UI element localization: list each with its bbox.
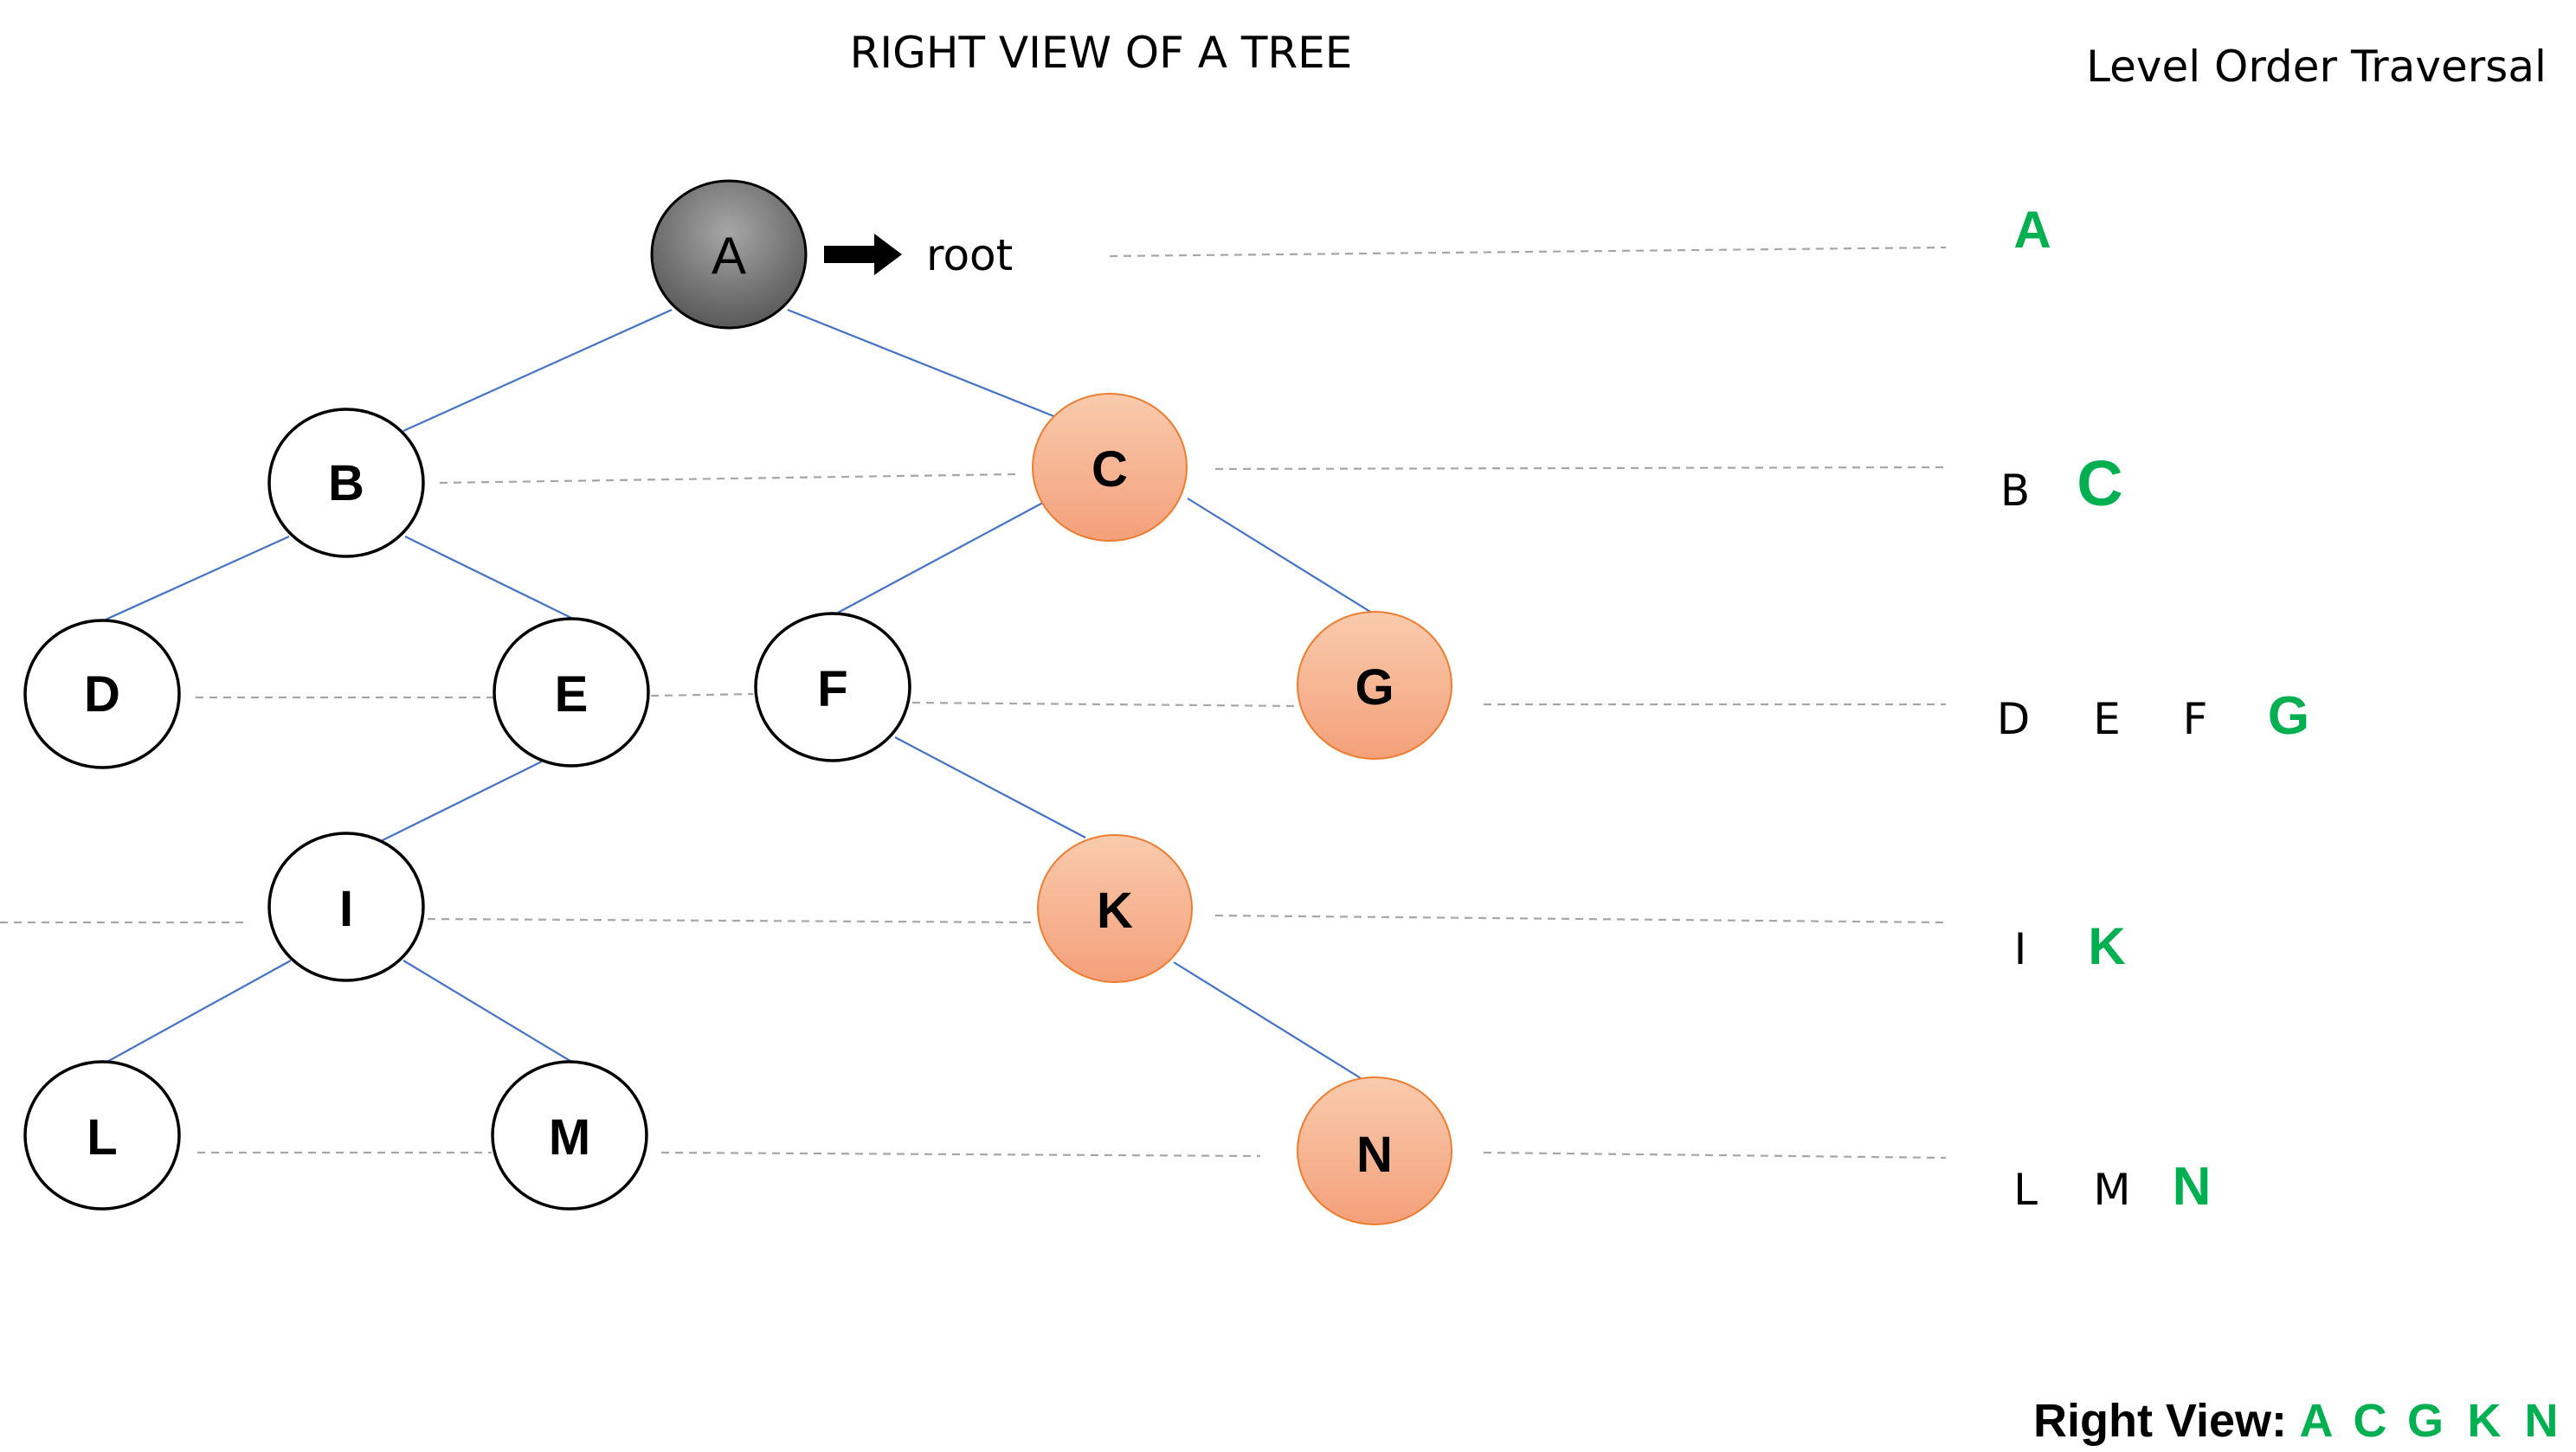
node-label-c: C — [1092, 441, 1128, 498]
right-view-item: N — [2525, 1395, 2559, 1447]
edge-c-f — [837, 498, 1052, 614]
node-label-l: L — [87, 1109, 117, 1166]
tree-node-g: G — [1297, 611, 1452, 760]
right-view-item: C — [2354, 1395, 2387, 1447]
node-circle-e — [493, 617, 650, 768]
node-circle-i — [267, 832, 425, 982]
edge-i-l — [105, 960, 292, 1063]
edge-a-c — [787, 308, 1057, 419]
node-label-i: I — [339, 881, 353, 937]
level-guide-2c — [911, 701, 1299, 708]
edge-i-m — [402, 960, 574, 1063]
level-4-node: L — [2013, 1165, 2038, 1215]
node-circle-f — [754, 612, 911, 762]
level-guide-2b — [650, 692, 754, 697]
level-guide-1b — [1214, 466, 1947, 471]
tree-node-n: N — [1297, 1076, 1452, 1225]
right-view-item: A — [2300, 1395, 2334, 1447]
level-guide-0 — [1109, 246, 1947, 258]
level-2-node: E — [2093, 694, 2121, 744]
node-circle-b — [267, 408, 425, 558]
level-guide-1a — [439, 472, 1019, 485]
edge-k-n — [1173, 961, 1362, 1079]
node-label-m: M — [549, 1109, 590, 1166]
level-3-node: I — [2014, 924, 2027, 974]
traversal-level-2: D E F G — [1997, 686, 2309, 746]
level-order-traversal: A B C D E F G I K L M N — [1997, 201, 2309, 1217]
node-label-k: K — [1097, 883, 1133, 939]
level-3-rightmost: K — [2088, 917, 2125, 975]
node-label-g: G — [1355, 659, 1394, 716]
edge-e-i — [380, 761, 543, 842]
right-view-item: K — [2468, 1395, 2502, 1447]
level-guide-3c — [1214, 914, 1947, 924]
right-view-result: Right View: A C G K N — [2033, 1395, 2559, 1447]
node-label-f: F — [817, 661, 847, 717]
edge-b-e — [404, 536, 576, 620]
node-label-n: N — [1356, 1127, 1393, 1183]
tree-node-d: D — [23, 619, 181, 769]
node-label-d: D — [84, 666, 120, 723]
tree-node-l: L — [23, 1060, 181, 1211]
level-0-rightmost: A — [2013, 201, 2051, 259]
traversal-level-4: L M N — [2013, 1157, 2211, 1217]
node-circle-a — [650, 179, 808, 330]
node-circle-d — [23, 619, 181, 769]
level-guide-4b — [660, 1151, 1261, 1158]
tree-node-b: B — [267, 408, 425, 558]
node-circle-n — [1297, 1076, 1452, 1225]
node-circle-g — [1297, 611, 1452, 760]
traversal-heading: Level Order Traversal — [2086, 42, 2547, 92]
edge-b-d — [105, 535, 290, 621]
level-2-rightmost: G — [2268, 686, 2309, 746]
node-label-b: B — [328, 455, 364, 511]
level-1-rightmost: C — [2077, 447, 2122, 519]
right-arrow-icon — [824, 234, 902, 275]
edge-f-k — [894, 736, 1086, 838]
edge-a-b — [402, 308, 673, 433]
root-label: root — [926, 230, 1013, 280]
level-guide-3b — [427, 917, 1036, 924]
node-circle-m — [491, 1060, 648, 1211]
level-2-node: D — [1997, 694, 2031, 744]
tree-node-c: C — [1032, 393, 1188, 542]
tree-node-i: I — [267, 832, 425, 982]
level-4-rightmost: N — [2173, 1157, 2212, 1217]
right-view-item: G — [2407, 1395, 2444, 1447]
level-4-node: M — [2093, 1165, 2130, 1215]
tree-node-e: E — [493, 617, 650, 768]
node-label-e: E — [555, 666, 589, 723]
node-label-a: A — [712, 227, 746, 285]
level-guides — [0, 246, 1947, 1160]
traversal-level-1: B C — [2000, 447, 2123, 519]
right-view-label: Right View: — [2033, 1395, 2287, 1447]
node-circle-k — [1037, 834, 1193, 983]
diagram-title: RIGHT VIEW OF A TREE — [850, 28, 1353, 78]
edge-c-g — [1187, 498, 1375, 615]
level-1-node: B — [2000, 466, 2030, 516]
level-guide-4c — [1483, 1151, 1947, 1160]
traversal-level-3: I K — [2014, 917, 2126, 975]
tree-node-m: M — [491, 1060, 648, 1211]
tree-edges — [105, 308, 1375, 1079]
traversal-level-0: A — [2013, 201, 2051, 259]
tree-node-a: A — [650, 179, 808, 330]
node-circle-c — [1032, 393, 1188, 542]
level-2-node: F — [2183, 694, 2208, 744]
node-circle-l — [23, 1060, 181, 1211]
tree-node-f: F — [754, 612, 911, 762]
tree-node-k: K — [1037, 834, 1193, 983]
